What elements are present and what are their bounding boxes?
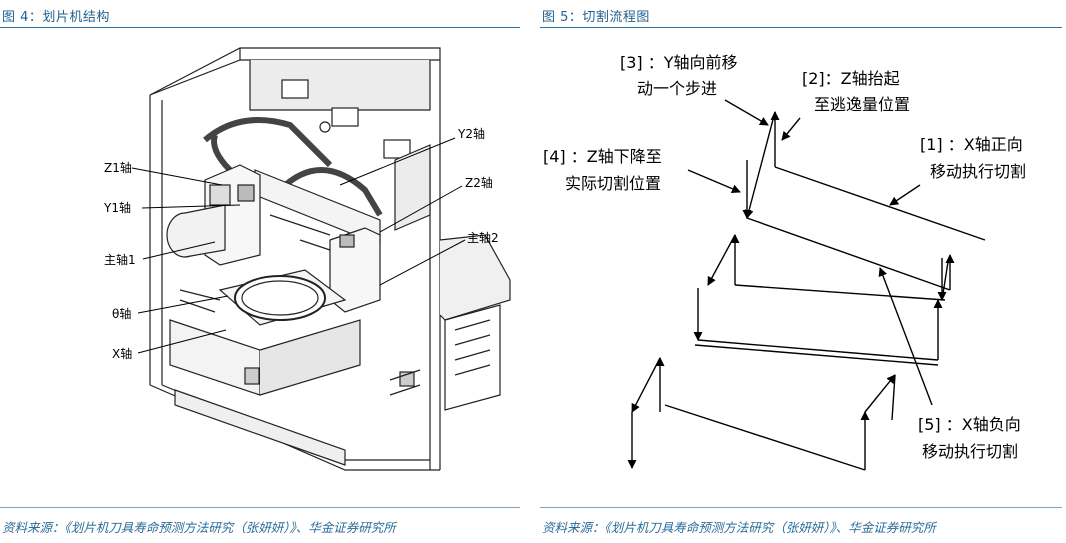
figure-5-caption: 图 5：切割流程图 — [542, 10, 650, 25]
step-5-line1: [5] ：X轴负向 — [918, 415, 1021, 434]
dicing-machine-drawing: Z1轴 Y1轴 主轴1 θ轴 X轴 Y2轴 Z2轴 主轴2 — [103, 47, 511, 471]
label-x: X轴 — [112, 346, 132, 361]
step-4-line1: [4] ：Z轴下降至 — [543, 147, 662, 166]
step-3-line1: [3] ：Y轴向前移 — [620, 53, 738, 72]
figure-4-source: 资料来源：《划片机刀具寿命预测方法研究（张妍妍）》、华金证券研究所 — [2, 520, 396, 535]
source-rule — [540, 507, 1062, 508]
step-1-line1: [1] ：X轴正向 — [920, 135, 1023, 154]
label-z1: Z1轴 — [104, 160, 132, 175]
cutting-flow-diagram: [3] ：Y轴向前移 动一个步进 [2]：Z轴抬起 至逃逸量位置 [4] ：Z轴… — [543, 53, 1026, 471]
source-rule — [0, 507, 520, 508]
label-spindle2: 主轴2 — [467, 230, 499, 245]
label-y2: Y2轴 — [457, 126, 485, 141]
step-3-line2: 动一个步进 — [637, 79, 717, 98]
step-4-line2: 实际切割位置 — [565, 174, 661, 193]
caption-rule — [540, 27, 1062, 28]
label-theta: θ轴 — [112, 306, 131, 321]
label-z2: Z2轴 — [465, 175, 493, 190]
step-2-line1: [2]：Z轴抬起 — [802, 69, 900, 88]
label-y1: Y1轴 — [103, 200, 131, 215]
step-5-line2: 移动执行切割 — [922, 442, 1018, 461]
label-spindle1: 主轴1 — [104, 252, 136, 267]
figure-5-source: 资料来源：《划片机刀具寿命预测方法研究（张妍妍）》、华金证券研究所 — [542, 520, 936, 535]
figure-4-panel: 图 4：划片机结构 — [0, 0, 520, 543]
step-2-line2: 至逃逸量位置 — [814, 95, 910, 114]
caption-rule — [0, 27, 520, 28]
figure-5-panel: 图 5：切割流程图 — [540, 0, 1062, 543]
figure-4-caption: 图 4：划片机结构 — [2, 10, 110, 25]
step-1-line2: 移动执行切割 — [930, 162, 1026, 181]
